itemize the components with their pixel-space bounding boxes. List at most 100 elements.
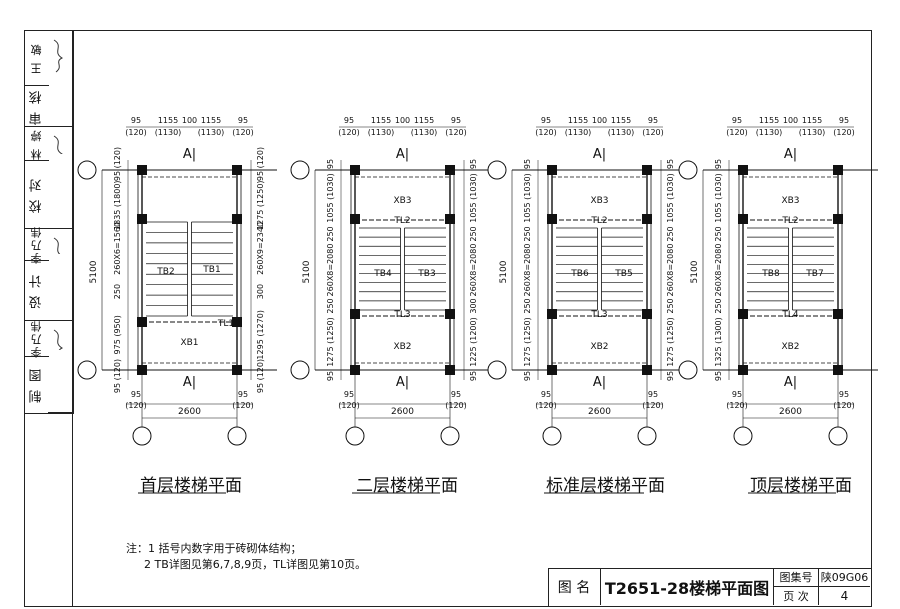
plan-ground-left-seg-0: 95 (120) <box>113 147 122 181</box>
plan-ground-right-seg-0: 95 (120) <box>256 147 265 181</box>
sidebar-blank-1 <box>48 85 72 127</box>
plan-top-total-height: 5100 <box>690 260 700 283</box>
plan-ground-bottom-dim-paren-1: (120) <box>232 401 254 410</box>
plan-top-axis-bubble-right <box>828 426 848 446</box>
plan-second-left-seg-5: 1275 (1250) <box>326 317 335 367</box>
plan-ground-top-dim-paren-0: (120) <box>125 128 147 137</box>
plan-standard-left-seg-5: 1275 (1250) <box>523 317 532 367</box>
plan-second-axis-bubble-right <box>440 426 460 446</box>
plan-top-bottom-dim-0: 95 <box>732 390 742 399</box>
note-line-2: 2 TB详图见第6,7,8,9页，TL详图见第10页。 <box>144 558 367 571</box>
plan-standard-right-seg-5: 1275 (1250) <box>666 317 675 367</box>
plan-top-slab-label-3: XB2 <box>781 342 799 352</box>
plan-standard-column-left-2 <box>547 309 557 319</box>
plan-standard-right-seg-0: 95 <box>666 159 675 169</box>
atlas-number: 陕09G06 <box>819 568 870 587</box>
plan-second-top-dim-3: 1155 <box>414 116 434 125</box>
plan-top-section-mark-top: A| <box>784 147 797 162</box>
plan-ground-top-dim-paren-3: (1130) <box>198 128 225 137</box>
plan-ground-right-seg-2: 260X9=2340 <box>256 222 265 275</box>
plan-second-top-dim-0: 95 <box>344 116 354 125</box>
plan-ground-right-seg-5: 95 (120) <box>256 359 265 393</box>
plan-top-top-dim-paren-0: (120) <box>726 128 748 137</box>
plan-standard-right-seg-4: 250 <box>666 298 675 313</box>
plan-second-section-mark-bottom: A| <box>396 375 409 390</box>
plan-second-right-seg-3: 260X8=2080 <box>469 244 478 297</box>
plan-standard-left-seg-3: 260X8=2080 <box>523 244 532 297</box>
plan-ground-section-mark-bottom: A| <box>183 375 196 390</box>
plan-standard-bottom-dim-1: 95 <box>648 390 658 399</box>
page-number: 4 <box>840 589 849 603</box>
plan-standard-right-seg-3: 260X8=2080 <box>666 244 675 297</box>
plan-top-top-dim-paren-1: (1130) <box>756 128 783 137</box>
plan-second-top-dim-1: 1155 <box>371 116 391 125</box>
plan-ground-slab-label-1: TB1 <box>202 265 220 275</box>
handwritten-signature-0 <box>50 36 68 79</box>
plan-second-right-seg-4: 300 <box>469 298 478 313</box>
plan-second-left-seg-2: 250 <box>326 226 335 241</box>
title-label-name: 图 名 <box>548 568 601 605</box>
plan-ground-top-dim-3: 1155 <box>201 116 221 125</box>
plan-standard-bottom-dim-0: 95 <box>541 390 551 399</box>
plan-second-slab-label-2: TB3 <box>417 269 435 279</box>
plan-top-left-seg-0: 95 <box>714 159 723 169</box>
plan-ground-bottom-dim-0: 95 <box>131 390 141 399</box>
plan-top-slab-label-2: TB7 <box>805 269 823 279</box>
plan-top-column-right-0 <box>833 165 843 175</box>
plan-standard-slab-label-3: XB2 <box>590 342 608 352</box>
plan-standard-column-right-1 <box>642 214 652 224</box>
plan-ground-top-dim-0: 95 <box>131 116 141 125</box>
plan-ground-column-left-1 <box>137 214 147 224</box>
sidebar-blank-7 <box>48 356 72 413</box>
plan-ground-total-height: 5100 <box>89 260 99 283</box>
drawing-name: T2651-28楼梯平面图 <box>601 568 774 605</box>
plan-standard-top-dim-paren-3: (1130) <box>608 128 635 137</box>
atlas-label: 图集号 <box>774 568 819 587</box>
plan-top-top-dim-1: 1155 <box>759 116 779 125</box>
plan-second-column-right-1 <box>445 214 455 224</box>
plan-top-beam-label-0: TL2 <box>781 216 798 226</box>
plan-title-standard: 标准层楼梯平面 <box>546 476 665 496</box>
plan-second-bottom-dim-paren-1: (120) <box>445 401 467 410</box>
plan-second-left-seg-0: 95 <box>326 159 335 169</box>
plan-second-right-seg-1: 1055 (1030) <box>469 173 478 223</box>
plan-second-slab-label-1: TB4 <box>373 269 392 279</box>
plan-standard-width-dim: 2600 <box>588 407 611 417</box>
plan-second-bottom-dim-1: 95 <box>451 390 461 399</box>
plan-second-column-left-1 <box>350 214 360 224</box>
plan-ground-slab-label-0: TB2 <box>156 267 174 277</box>
plan-ground-top-dim-paren-1: (1130) <box>155 128 182 137</box>
plan-ground-right-seg-1: 1275 (1250) <box>256 180 265 230</box>
plan-top-top-dim-paren-4: (120) <box>833 128 855 137</box>
plan-top-left-seg-4: 250 <box>714 298 723 313</box>
plan-standard-right-seg-2: 250 <box>666 226 675 241</box>
plan-second-beam-label-1: TL3 <box>393 310 410 320</box>
sidebar-blank-3 <box>48 160 72 229</box>
plan-standard-slab-label-0: XB3 <box>590 196 608 206</box>
plan-top-axis-bubble-top <box>678 160 698 180</box>
plan-second-left-seg-6: 95 <box>326 371 335 381</box>
signature-sidebar <box>24 30 74 414</box>
plan-second-right-seg-6: 95 <box>469 371 478 381</box>
plan-standard-top-dim-2: 100 <box>592 116 607 125</box>
plan-ground-left-seg-3: 250 <box>113 284 122 299</box>
plan-standard-column-left-1 <box>547 214 557 224</box>
plan-standard-axis-bubble-left <box>542 426 562 446</box>
plan-standard-slab-label-2: TB5 <box>614 269 632 279</box>
plan-ground-axis-bubble-left <box>132 426 152 446</box>
plan-second-column-right-2 <box>445 309 455 319</box>
plan-ground-column-right-1 <box>232 214 242 224</box>
plan-ground-column-right-0 <box>232 165 242 175</box>
plan-second-axis-bubble-top <box>290 160 310 180</box>
plan-standard-left-seg-4: 250 <box>523 298 532 313</box>
plan-second-right-seg-5: 1225 (1200) <box>469 317 478 367</box>
sidebar-blank-5 <box>48 260 72 321</box>
plan-top-bottom-dim-paren-1: (120) <box>833 401 855 410</box>
plan-top-bottom-dim-paren-0: (120) <box>726 401 748 410</box>
plan-standard-axis-bubble-right <box>637 426 657 446</box>
plan-ground-right-seg-4: 1295 (1270) <box>256 310 265 360</box>
plan-top-top-dim-2: 100 <box>783 116 798 125</box>
plan-standard-top-dim-paren-1: (1130) <box>565 128 592 137</box>
